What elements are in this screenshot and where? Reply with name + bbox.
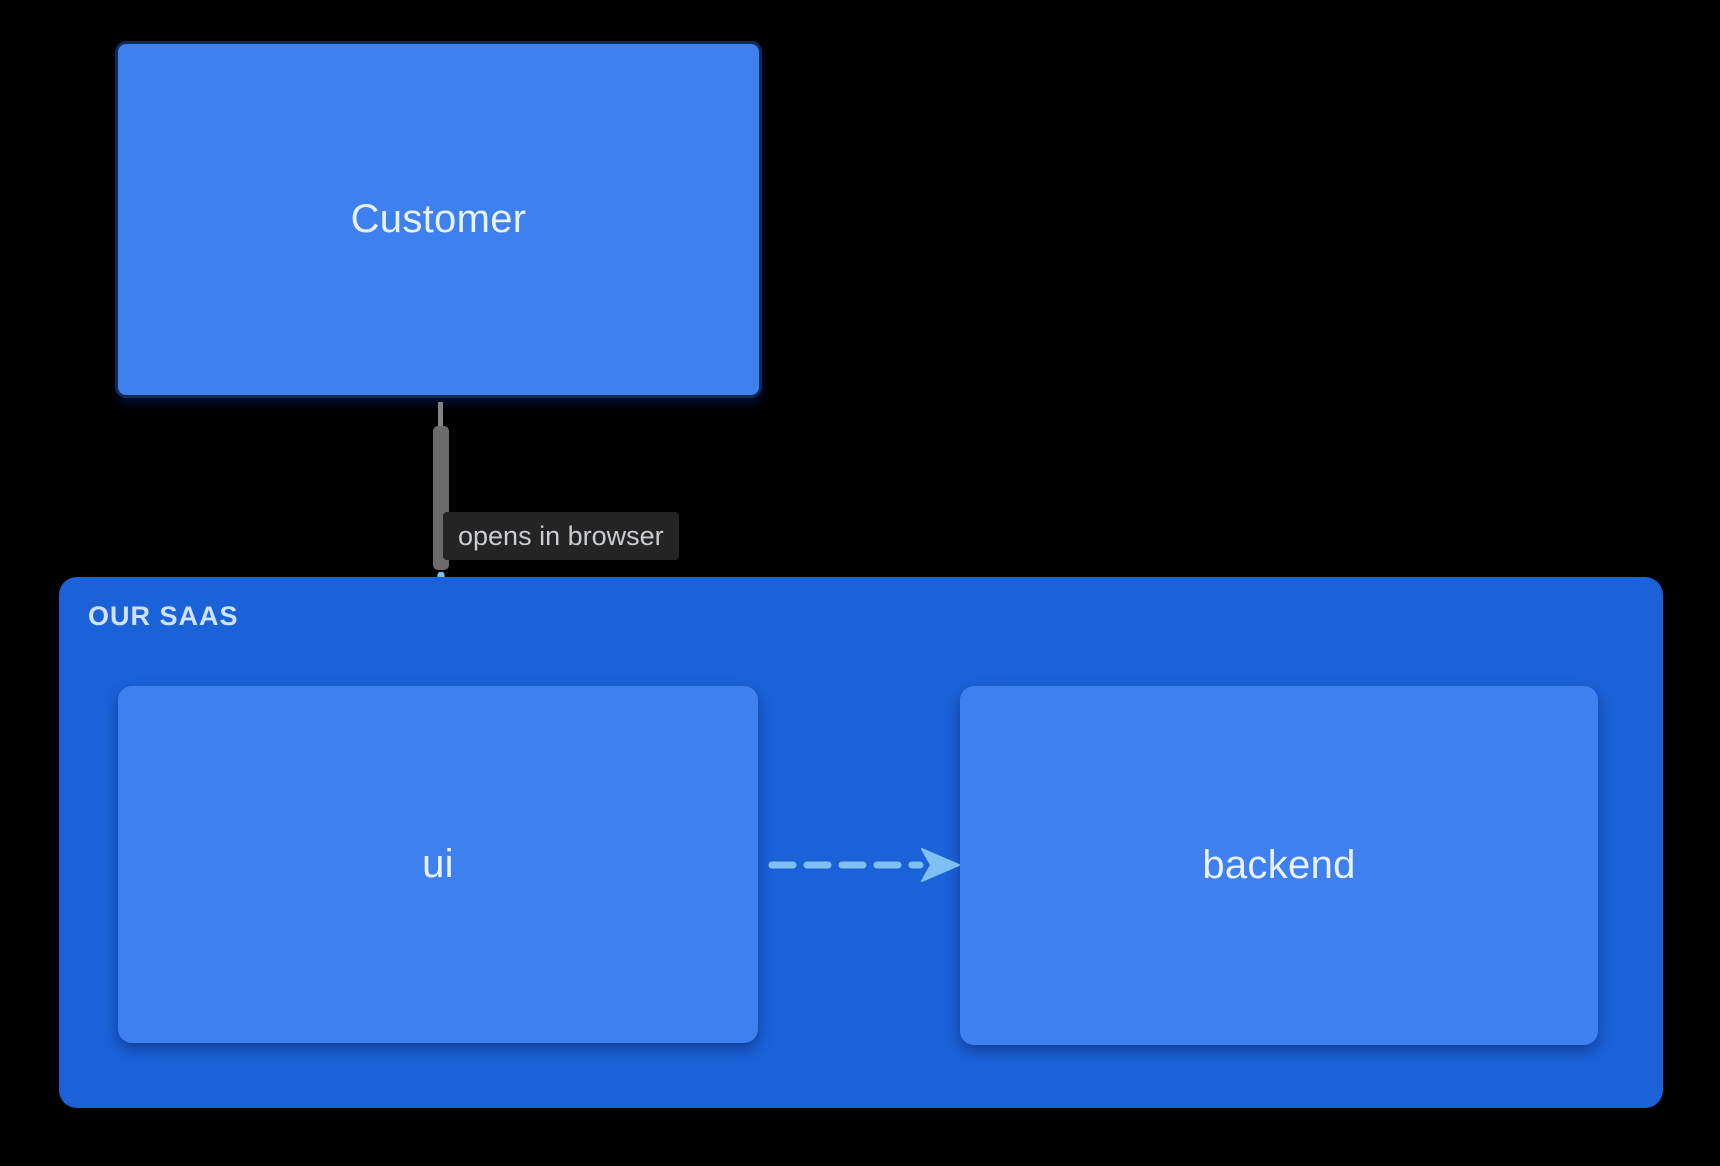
saas-container-label: OUR SAAS <box>88 601 239 631</box>
edge-ui-to-backend[interactable] <box>758 840 970 890</box>
node-backend[interactable]: backend <box>960 686 1598 1045</box>
node-ui-label: ui <box>422 842 454 886</box>
node-customer[interactable]: Customer <box>115 41 762 398</box>
node-ui[interactable]: ui <box>118 686 758 1043</box>
edge-label-text: opens in browser <box>458 520 664 551</box>
saas-container[interactable]: OUR SAAS ui backend <box>59 577 1663 1108</box>
node-backend-label: backend <box>1202 843 1356 887</box>
node-customer-label: Customer <box>350 197 527 241</box>
edge-label[interactable]: opens in browser <box>443 512 679 560</box>
